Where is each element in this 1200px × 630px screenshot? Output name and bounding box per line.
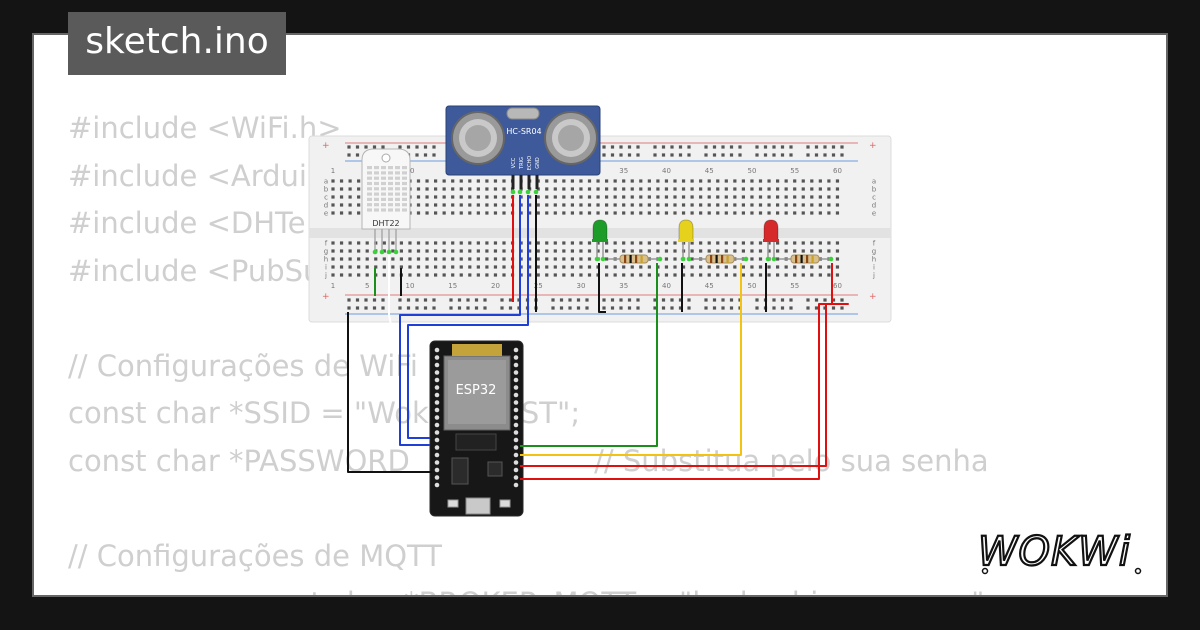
wire-ultra-trig-blue [399, 195, 521, 446]
row-letter: d [872, 202, 876, 210]
led-yellow[interactable] [678, 219, 694, 258]
column-number: 50 [747, 167, 756, 175]
dht22-label: DHT22 [372, 219, 399, 228]
row-letter: f [873, 240, 876, 248]
column-number: 50 [747, 282, 756, 290]
svg-text:+: + [869, 141, 877, 151]
wire-red-led-2 [520, 303, 848, 480]
row-letter: c [324, 194, 328, 202]
column-number: 30 [576, 282, 585, 290]
row-letter: b [324, 186, 329, 194]
code-line: #include <PubSu [68, 253, 322, 288]
wires [347, 195, 849, 480]
row-letter: i [325, 264, 327, 272]
row-letter: b [872, 186, 877, 194]
code-line: const char *PASSWORD // Substitua pelo s… [68, 443, 989, 478]
row-letter: a [324, 178, 328, 186]
row-letter: i [873, 264, 875, 272]
column-number: 20 [491, 282, 500, 290]
column-number: 45 [705, 282, 714, 290]
column-number: 10 [405, 282, 414, 290]
column-number: 35 [619, 282, 628, 290]
row-letter: e [872, 210, 876, 218]
column-number: 1 [331, 167, 335, 175]
wire-green-led [520, 263, 658, 447]
code-line: const char *SSID = "Wok EST"; [68, 396, 581, 430]
wire-led1-black [598, 263, 606, 313]
wire-gnd-black [347, 312, 432, 473]
svg-text:+: + [869, 292, 877, 302]
row-letter: a [872, 178, 876, 186]
code-line: #include <Ardui [68, 158, 307, 193]
file-name-label: sketch.ino [85, 21, 269, 62]
breadboard-labels: 1155101015152020252530303535404045455050… [324, 167, 877, 290]
ultrasonic-pin-label: GND [535, 157, 541, 169]
leds [592, 219, 831, 264]
column-number: 25 [534, 282, 543, 290]
column-number: 40 [662, 167, 671, 175]
connection-dots [372, 189, 834, 262]
row-letter: g [324, 248, 328, 256]
esp32-board[interactable]: ESP32 [429, 340, 524, 517]
column-number: 15 [448, 282, 457, 290]
column-number: 60 [833, 167, 842, 175]
row-letter: j [872, 272, 875, 280]
column-number: 60 [833, 282, 842, 290]
ultrasonic-pin-label: TRIG [519, 157, 525, 170]
row-letter: c [872, 194, 876, 202]
row-letter: g [872, 248, 876, 256]
wire-ultra-echo-blue [407, 195, 529, 439]
row-letter: j [324, 272, 327, 280]
file-name-tab[interactable]: sketch.ino [68, 12, 286, 75]
wokwi-logo-text: WOKWi [978, 529, 1131, 575]
resistor[interactable] [779, 254, 831, 264]
row-letter: h [872, 256, 876, 264]
svg-text:+: + [322, 292, 330, 302]
code-line: const char *BROKER_MQTT = "broker.hivemq… [68, 580, 994, 595]
svg-text:+: + [322, 141, 330, 151]
dht22-sensor[interactable]: DHT22 [361, 148, 411, 252]
esp32-label: ESP32 [456, 383, 497, 398]
ultrasonic-pin-label: ECHO [527, 156, 533, 170]
column-number: 35 [619, 167, 628, 175]
column-number: 5 [365, 282, 369, 290]
column-number: 1 [331, 282, 335, 290]
row-letter: d [324, 202, 328, 210]
row-letter: f [325, 240, 328, 248]
ultrasonic-pin-label: VCC [511, 157, 517, 168]
esp32-pins [434, 347, 519, 488]
wokwi-logo[interactable]: WOKWi [975, 525, 1150, 580]
ultrasonic-label: HC-SR04 [506, 127, 541, 136]
column-number: 45 [705, 167, 714, 175]
column-number: 55 [790, 167, 799, 175]
wire-dht-white [388, 252, 393, 331]
led-red[interactable] [763, 219, 779, 258]
column-number: 55 [790, 282, 799, 290]
row-letter: h [324, 256, 328, 264]
code-line: // Configurações de MQTT [68, 538, 442, 573]
wire-yellow-led [520, 263, 742, 456]
resistor[interactable] [608, 254, 660, 264]
row-letter: e [324, 210, 328, 218]
led-green[interactable] [592, 219, 608, 258]
resistor[interactable] [694, 254, 746, 264]
column-number: 40 [662, 282, 671, 290]
code-line: #include <DHTe [68, 206, 306, 240]
